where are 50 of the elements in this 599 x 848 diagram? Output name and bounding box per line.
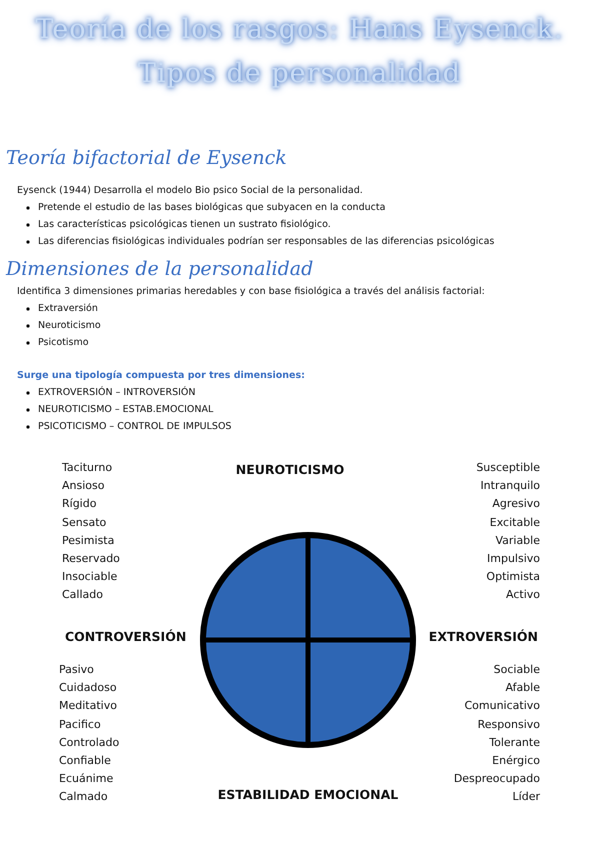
section-heading: Teoría bifactorial de Eysenck xyxy=(6,146,287,170)
subheading: Surge una tipología compuesta por tres dimensiones: xyxy=(17,369,305,383)
trait-word: Variable xyxy=(495,532,540,549)
trait-word: Confiable xyxy=(59,753,111,769)
trait-word: Meditativo xyxy=(59,698,117,714)
trait-word: Excitable xyxy=(490,514,540,531)
trait-word: Líder xyxy=(512,789,540,806)
trait-word: Cuidadoso xyxy=(59,680,117,696)
paragraph: Eysenck (1944) Desarrolla el modelo Bio psico Social de la personalidad. xyxy=(17,184,363,198)
bullet-item: NEUROTICISMO – ESTAB.EMOCIONAL xyxy=(38,403,214,417)
trait-word: Callado xyxy=(62,587,103,604)
trait-word: Optimista xyxy=(486,569,540,586)
trait-word: Agresivo xyxy=(492,496,540,512)
trait-word: Pesimista xyxy=(62,532,114,549)
trait-word: Responsivo xyxy=(478,716,540,733)
bullet-item: PSICOTICISMO – CONTROL DE IMPULSOS xyxy=(38,420,232,434)
paragraph: Identifica 3 dimensiones primarias heredables y con base fisiológica a través del análisis factorial: xyxy=(17,285,485,299)
bullet-item: Pretende el estudio de las bases biológicas que subyacen en la conducta xyxy=(38,201,386,215)
section-heading: Dimensiones de la personalidad xyxy=(6,257,314,281)
trait-word: Activo xyxy=(506,587,540,604)
page-title: Teoría de los rasgos: Hans Eysenck. Tipos de personalidad xyxy=(34,13,565,91)
trait-word: Intranquilo xyxy=(480,478,540,494)
bullet-item: Extraversión xyxy=(38,302,98,316)
trait-word: Calmado xyxy=(59,789,108,806)
bullet-item: Las características psicológicas tienen un sustrato fisiológico. xyxy=(38,218,331,232)
trait-word: Comunicativo xyxy=(464,698,540,714)
axis-label: EXTROVERSIÓN xyxy=(428,628,538,646)
trait-word: Sensato xyxy=(62,514,106,531)
trait-word: Tolerante xyxy=(489,734,540,751)
bullet-item: Neuroticismo xyxy=(38,319,101,333)
bullet-item: Psicotismo xyxy=(38,336,89,350)
axis-label: CONTROVERSIÓN xyxy=(65,628,186,646)
bullet-item: Las diferencias fisiológicas individuales podrían ser responsables de las diferencias psicológicas xyxy=(38,235,494,249)
trait-word: Ecuánime xyxy=(59,771,114,788)
trait-word: Ansioso xyxy=(62,478,104,494)
trait-word: Insociable xyxy=(62,569,118,586)
trait-word: Despreocupado xyxy=(454,771,540,788)
axis-label: ESTABILIDAD EMOCIONAL xyxy=(216,786,400,804)
bullet-item: EXTROVERSIÓN – INTROVERSIÓN xyxy=(38,385,196,400)
trait-word: Sociable xyxy=(494,662,540,678)
trait-word: Afable xyxy=(505,680,540,696)
trait-word: Pacifico xyxy=(59,716,101,733)
trait-word: Enérgico xyxy=(492,753,540,769)
trait-word: Controlado xyxy=(59,734,120,751)
trait-word: Susceptible xyxy=(476,460,540,476)
trait-word: Rígido xyxy=(62,496,96,512)
trait-word: Reservado xyxy=(62,551,120,567)
trait-word: Pasivo xyxy=(59,662,94,678)
trait-word: Taciturno xyxy=(62,460,112,476)
trait-word: Impulsivo xyxy=(487,551,540,567)
